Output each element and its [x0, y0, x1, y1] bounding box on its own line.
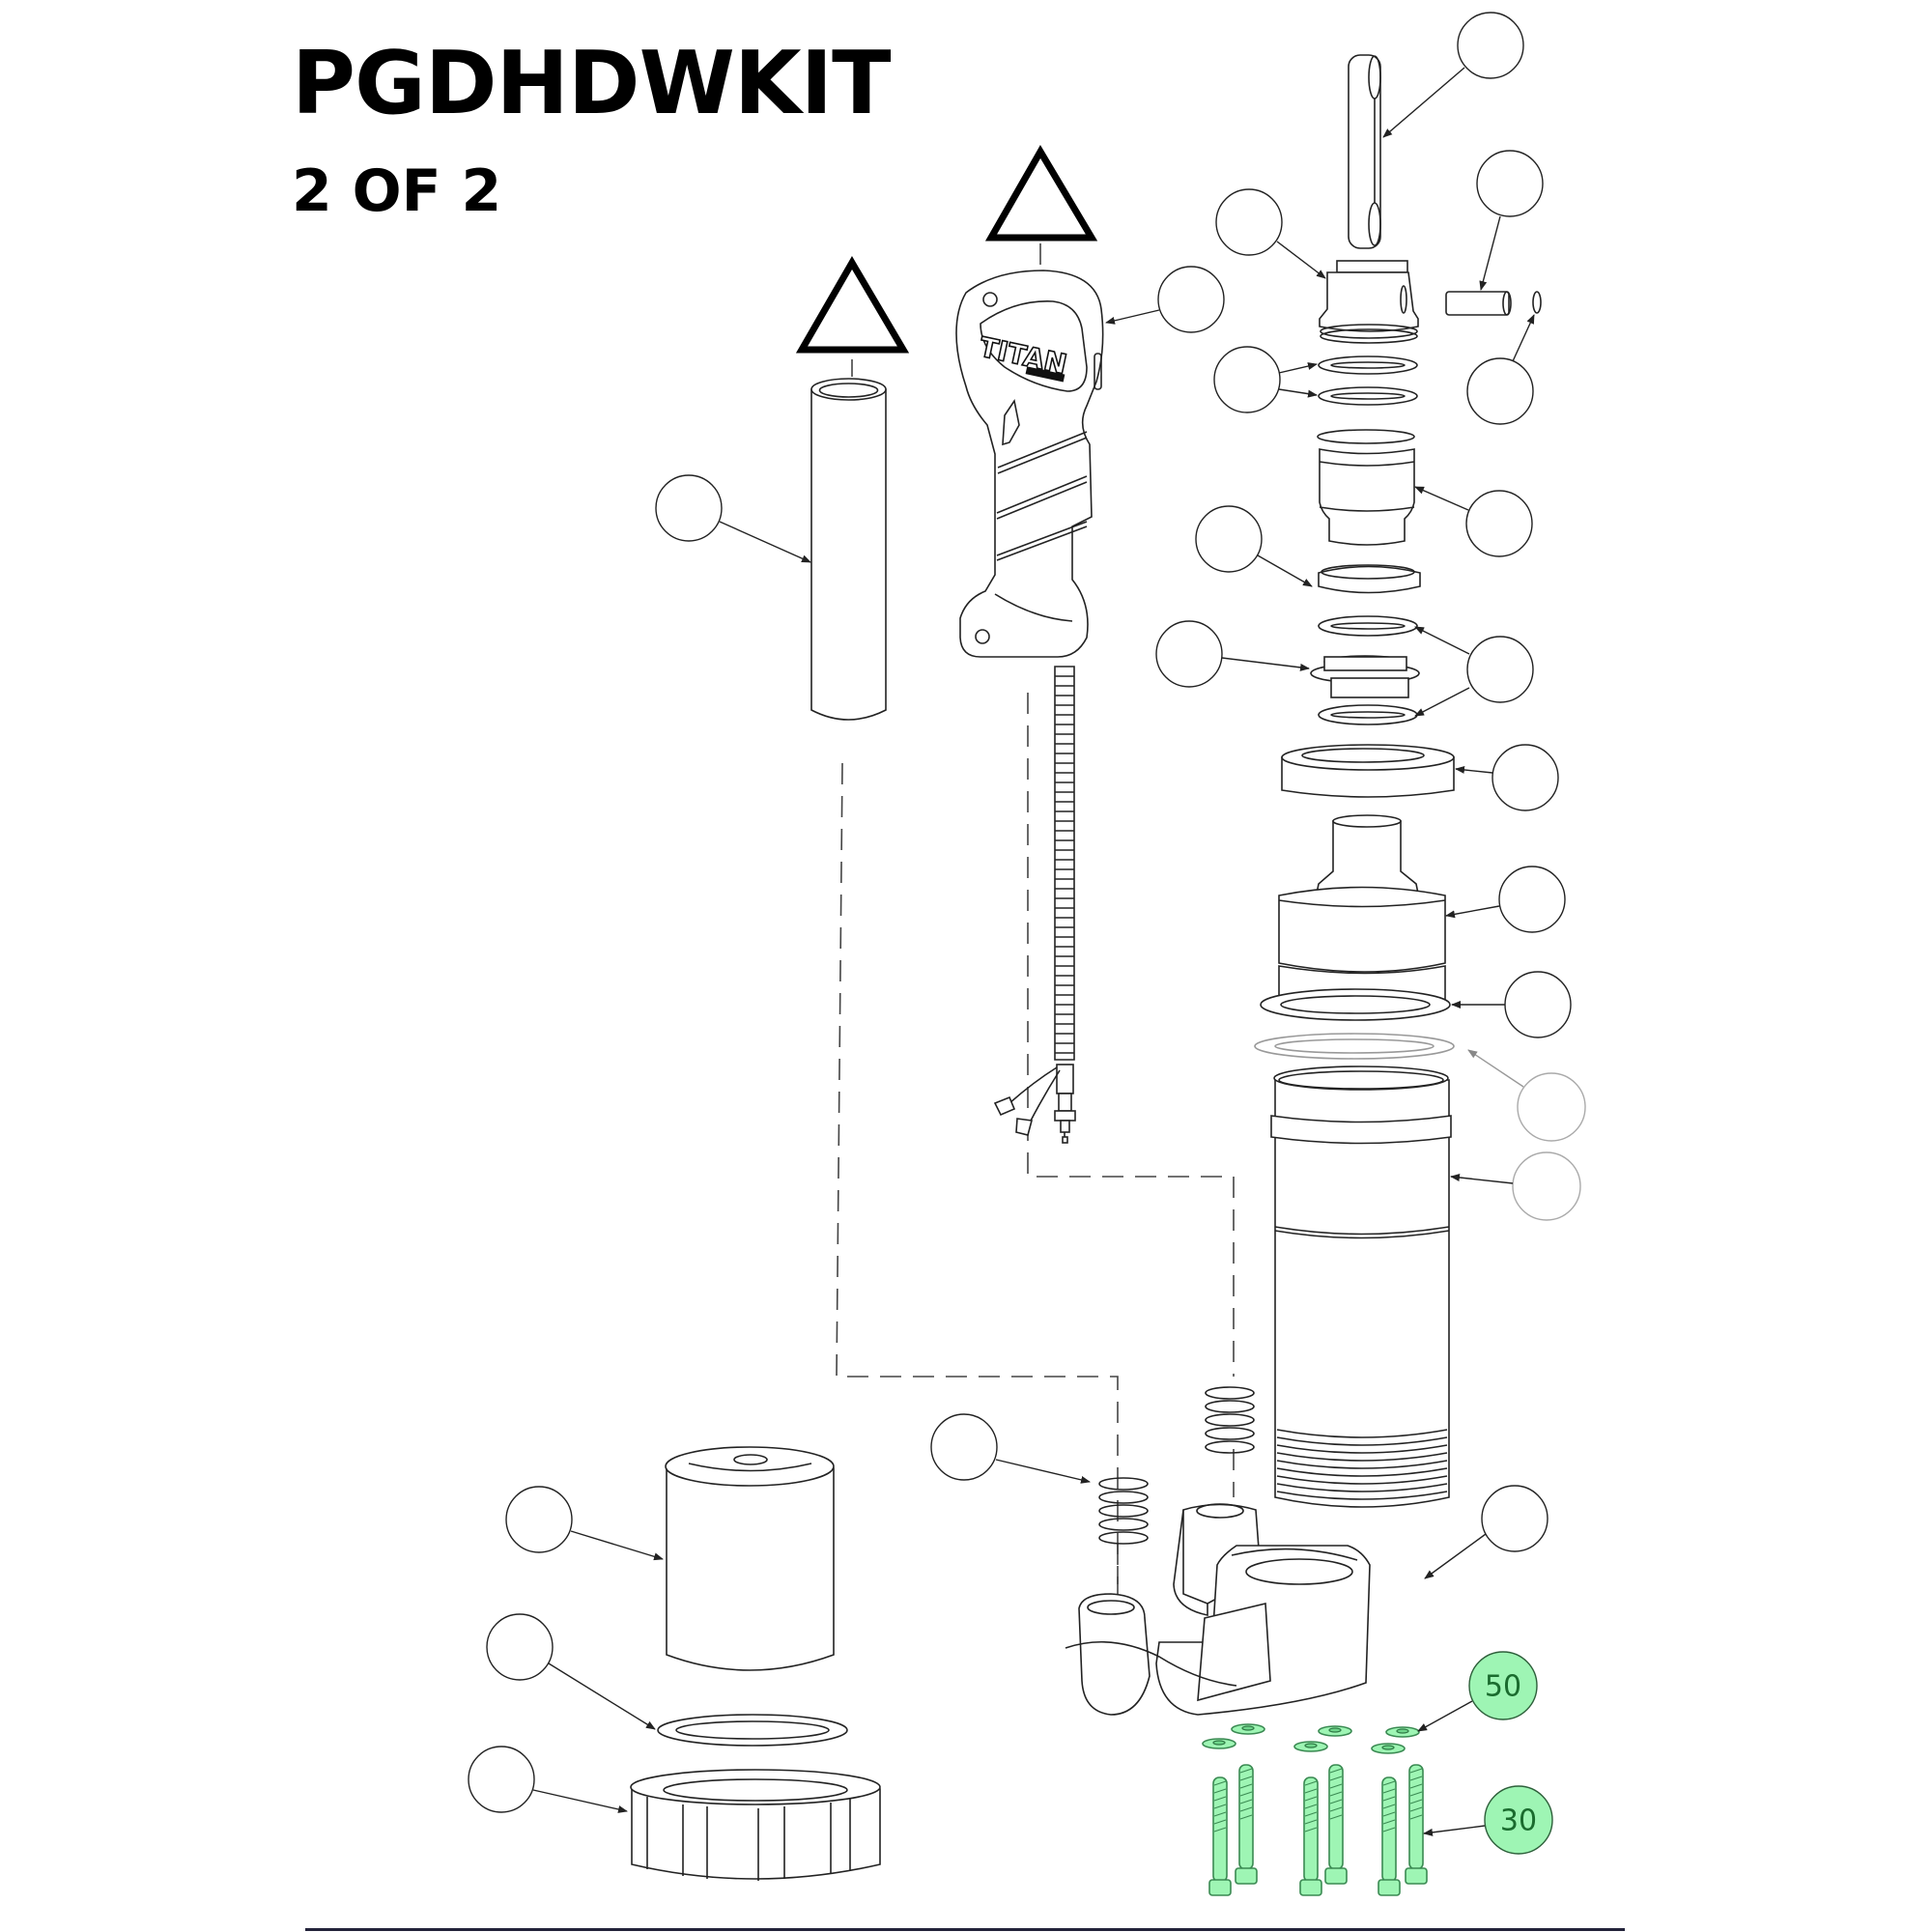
connecting-rod-part — [1348, 54, 1381, 249]
callout-clip — [1466, 357, 1534, 425]
pump-cylinder-part — [1270, 1065, 1452, 1508]
callout-washers: 50 — [1417, 1651, 1538, 1732]
callout-retainer-ring — [1195, 505, 1263, 573]
callout-piston-top — [1215, 188, 1283, 256]
pipe-part — [810, 378, 887, 721]
callout-o-rings-lower — [1466, 636, 1534, 703]
callout-seal — [1155, 620, 1223, 688]
callout-handle — [1157, 266, 1225, 333]
callout-label-30: 30 — [1500, 1804, 1537, 1838]
retainer-ring-part — [1318, 564, 1421, 594]
clip-part — [1532, 291, 1542, 314]
callout-gasket — [1504, 971, 1572, 1038]
spring-part — [1205, 1386, 1255, 1454]
seal-part — [1310, 655, 1420, 698]
callout-piston-base — [1498, 866, 1566, 933]
callout-o-rings — [1213, 346, 1281, 413]
page-subtitle: 2 OF 2 — [292, 157, 502, 225]
manifold-housing-part — [1065, 1503, 1371, 1716]
filter-cylinder-part — [665, 1446, 835, 1671]
callout-bearing-ring — [1492, 744, 1559, 811]
callout-manifold — [1481, 1485, 1548, 1552]
piston-top-part — [1319, 260, 1419, 344]
piston-base-part — [1278, 814, 1446, 1009]
pin-part — [1445, 291, 1512, 316]
callout-filter-cylinder — [505, 1486, 573, 1553]
bottom-rule-divider — [305, 1928, 1625, 1931]
callout-label-50: 50 — [1485, 1670, 1521, 1704]
callout-filter-nut — [468, 1746, 535, 1813]
callout-pipe — [655, 474, 723, 542]
page-title: PGDHDWKIT — [292, 33, 891, 134]
cable-part — [993, 666, 1076, 1144]
callout-packing — [1465, 490, 1533, 557]
callout-filter-gasket — [486, 1613, 554, 1681]
warning-triangle-icon — [795, 256, 910, 377]
gasket-part — [1260, 988, 1451, 1021]
o-ring-part — [1318, 355, 1418, 375]
gun-handle-part: TITAN — [955, 270, 1104, 658]
o-ring-part — [1318, 615, 1418, 637]
callout-pin — [1476, 150, 1544, 217]
callout-spring — [930, 1413, 998, 1481]
bearing-ring-part — [1281, 744, 1455, 798]
callout-pump-cylinder — [1512, 1151, 1581, 1221]
o-ring-part — [1318, 386, 1418, 406]
filter-nut-part — [630, 1769, 881, 1881]
callout-gasket-faded — [1517, 1072, 1586, 1142]
bolt-set-highlighted — [1208, 1764, 1428, 1896]
packing-part — [1317, 429, 1415, 546]
o-ring-part — [1318, 704, 1418, 725]
warning-triangle-icon — [984, 145, 1098, 269]
washer-set-highlighted — [1202, 1723, 1420, 1754]
callout-connecting-rod — [1457, 12, 1524, 79]
callout-bolts: 30 — [1423, 1785, 1553, 1855]
spring-part — [1098, 1477, 1149, 1545]
filter-gasket-part — [657, 1714, 848, 1747]
